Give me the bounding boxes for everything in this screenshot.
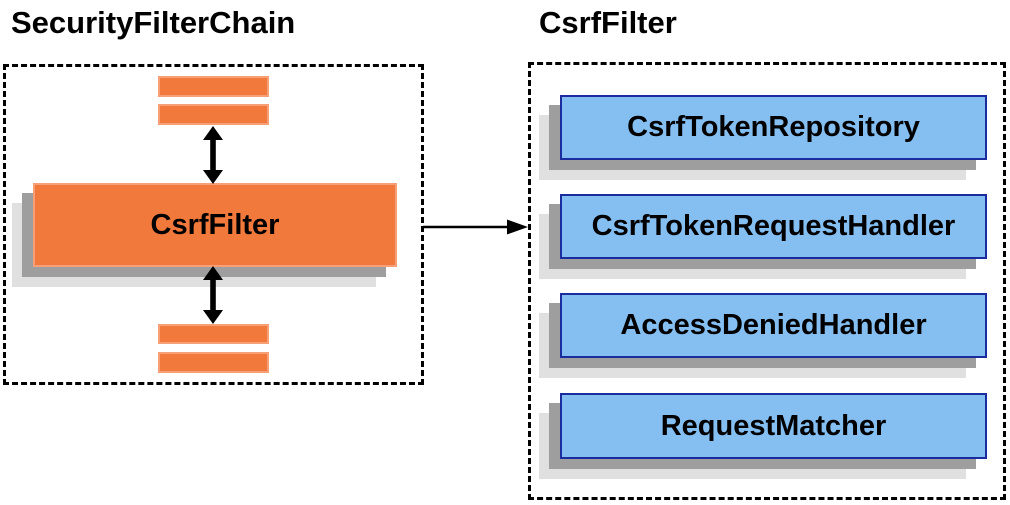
csrf-filter-box: CsrfFilter	[33, 183, 397, 267]
component-box-csrf-token-request-handler: CsrfTokenRequestHandler	[560, 194, 987, 259]
filter-placeholder-bar	[158, 76, 269, 97]
double-arrow-icon	[203, 266, 223, 324]
filter-placeholder-bar	[158, 324, 269, 344]
component-box-csrf-token-repository: CsrfTokenRepository	[560, 95, 987, 160]
component-label: CsrfTokenRepository	[627, 111, 920, 143]
security-filter-chain-title: SecurityFilterChain	[11, 5, 296, 40]
csrf-filter-detail-container	[528, 62, 1006, 500]
security-filter-chain-container	[3, 64, 424, 385]
filter-placeholder-bar	[158, 104, 269, 125]
filter-placeholder-bar	[158, 352, 269, 373]
component-box-request-matcher: RequestMatcher	[560, 393, 987, 459]
component-label: AccessDeniedHandler	[620, 309, 927, 341]
double-arrow-icon	[203, 126, 223, 184]
arrow-right-icon	[423, 219, 528, 235]
component-box-access-denied-handler: AccessDeniedHandler	[560, 293, 987, 358]
csrf-filter-panel-title: CsrfFilter	[539, 5, 677, 40]
csrf-filter-box-label: CsrfFilter	[150, 208, 280, 241]
component-label: RequestMatcher	[660, 409, 887, 442]
component-label: CsrfTokenRequestHandler	[591, 210, 956, 242]
